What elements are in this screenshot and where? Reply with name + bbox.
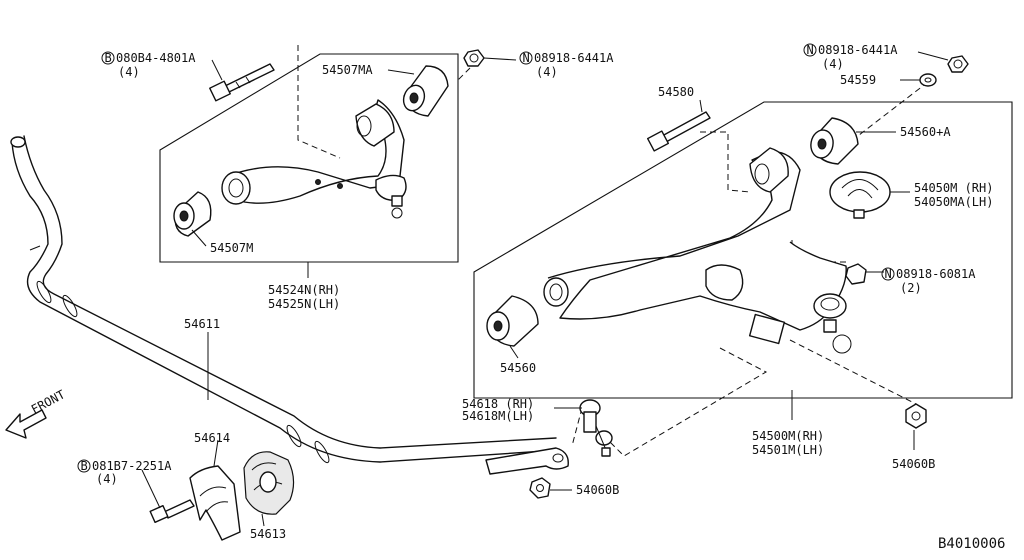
- nut-54060B-right-icon[interactable]: [905, 403, 927, 429]
- upper-control-arm-icon[interactable]: [221, 99, 407, 219]
- label-081B7-2251A[interactable]: 081B7-2251A: [92, 459, 172, 473]
- clamp-54614-icon[interactable]: [189, 465, 241, 541]
- label-54618[interactable]: 54618 (RH): [462, 397, 534, 411]
- lower-control-arm-icon[interactable]: [543, 147, 852, 354]
- label-54060B-left[interactable]: 54060B: [576, 483, 619, 497]
- nut-08918-6081A-icon[interactable]: [845, 263, 867, 285]
- stabilizer-link-54618-icon[interactable]: [579, 399, 613, 457]
- washer-54559-icon[interactable]: [919, 73, 937, 87]
- label-54501M[interactable]: 54501M(LH): [752, 443, 824, 457]
- lower-arm-frame: [473, 101, 1013, 399]
- label-54559[interactable]: 54559: [840, 73, 876, 87]
- label-54507MA[interactable]: 54507MA: [322, 63, 373, 77]
- label-08918-6081A[interactable]: 08918-6081A: [896, 267, 976, 281]
- assembly-dashed-lines: [297, 45, 929, 457]
- prefix-markers: [77, 43, 895, 473]
- label-54580[interactable]: 54580: [658, 85, 694, 99]
- bushing-54613-icon[interactable]: [243, 451, 295, 515]
- nut-08918-6441A-left-icon[interactable]: [463, 49, 485, 67]
- bolt-080B4-4801A-icon[interactable]: [209, 63, 275, 102]
- prefix-08918-6081A: N: [885, 267, 892, 281]
- upper-arm-frame: [159, 53, 459, 263]
- bolt-081B7-2251A-icon[interactable]: [149, 499, 195, 524]
- front-arrow-icon: [5, 409, 47, 439]
- prefix-08918-6441A-left: N: [523, 51, 530, 65]
- leader-lines: [141, 51, 949, 527]
- label-54618M[interactable]: 54618M(LH): [462, 409, 534, 423]
- label-08918-6441A-right[interactable]: 08918-6441A: [818, 43, 898, 57]
- label-54614[interactable]: 54614: [194, 431, 230, 445]
- nut-54060B-left-icon[interactable]: [529, 477, 551, 499]
- prefix-08918-6441A-right: N: [807, 43, 814, 57]
- label-08918-6441A-left[interactable]: 08918-6441A: [534, 51, 614, 65]
- label-080B4-4801A[interactable]: 080B4-4801A: [116, 51, 196, 65]
- label-54507M[interactable]: 54507M: [210, 241, 253, 255]
- bushing-54560A-icon[interactable]: [809, 117, 859, 165]
- label-54525N[interactable]: 54525N(LH): [268, 297, 340, 311]
- qty-080B4-4801A: (4): [118, 65, 140, 79]
- label-54500M[interactable]: 54500M(RH): [752, 429, 824, 443]
- label-54611[interactable]: 54611: [184, 317, 220, 331]
- bushing-54507M-icon[interactable]: [173, 191, 212, 237]
- label-54560A[interactable]: 54560+A: [900, 125, 951, 139]
- label-54050M[interactable]: 54050M (RH): [914, 181, 993, 195]
- prefix-081B7: B: [81, 459, 88, 473]
- diagram-id: B4010006: [938, 536, 1005, 552]
- bushing-54560-icon[interactable]: [486, 295, 539, 347]
- qty-08918-6441A-right: (4): [822, 57, 844, 71]
- label-54613[interactable]: 54613: [250, 527, 286, 541]
- nut-08918-6441A-right-icon[interactable]: [947, 55, 969, 73]
- label-54524N[interactable]: 54524N(RH): [268, 283, 340, 297]
- front-label: FRONT: [29, 387, 67, 416]
- bolt-54580-icon[interactable]: [646, 111, 711, 152]
- stabilizer-bar-54611-icon[interactable]: [10, 135, 569, 475]
- bushing-54507MA-icon[interactable]: [400, 65, 449, 117]
- qty-08918-6441A-left: (4): [536, 65, 558, 79]
- label-54560[interactable]: 54560: [500, 361, 536, 375]
- bump-stop-54050M-icon[interactable]: [829, 171, 891, 219]
- label-54050MA[interactable]: 54050MA(LH): [914, 195, 993, 209]
- qty-08918-6081A: (2): [900, 281, 922, 295]
- prefix-080B4: B: [105, 51, 112, 65]
- qty-081B7-2251A: (4): [96, 472, 118, 486]
- label-54060B-right[interactable]: 54060B: [892, 457, 935, 471]
